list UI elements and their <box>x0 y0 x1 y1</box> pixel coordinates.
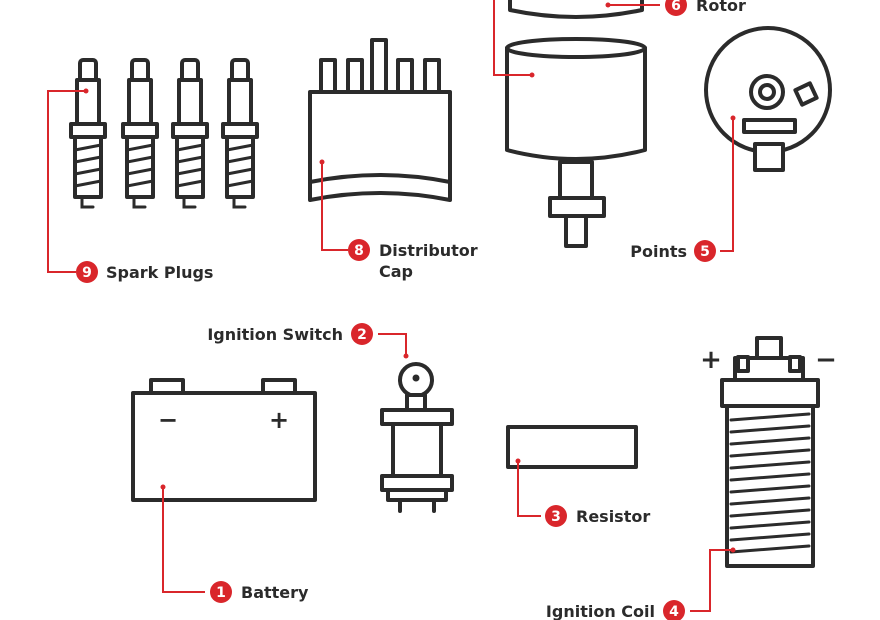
leader-distributor-cap <box>321 162 348 251</box>
leader-resistor <box>517 461 541 517</box>
callout-rotor: 6 Rotor <box>665 0 746 16</box>
callout-number: 5 <box>700 244 710 260</box>
callout-number: 1 <box>216 585 226 601</box>
spark-plugs-group <box>69 58 259 209</box>
callout-number: 2 <box>357 327 367 343</box>
coil-negative-terminal-label: − <box>815 345 837 375</box>
callout-number: 8 <box>354 243 364 259</box>
distributor-cap <box>308 38 452 202</box>
callout-ignition-switch: 2 Ignition Switch <box>207 323 373 345</box>
leader-points <box>720 118 734 252</box>
distributor-body <box>505 37 647 248</box>
spark-plug-3 <box>171 58 209 209</box>
callout-label: Spark Plugs <box>106 263 213 282</box>
callout-label-line-1: Distributor <box>379 241 478 260</box>
leader-spark-plugs <box>47 90 86 273</box>
ignition-coil: + − <box>700 336 837 568</box>
points <box>704 26 832 172</box>
callout-number: 9 <box>82 265 92 281</box>
callout-label-line-2: Cap <box>379 262 413 281</box>
callout-label: Rotor <box>696 0 746 15</box>
callout-label: Battery <box>241 583 309 602</box>
coil-positive-terminal-label: + <box>700 345 722 375</box>
rotor <box>508 0 644 19</box>
spark-plug-2 <box>121 58 159 209</box>
leader-lines <box>47 0 736 612</box>
leader-ignition-coil <box>690 549 733 612</box>
callout-ignition-coil: 4 Ignition Coil <box>546 600 685 620</box>
callout-number: 3 <box>551 509 561 525</box>
leader-battery <box>162 487 205 593</box>
battery-negative-terminal-label: − <box>158 406 178 434</box>
battery: − + <box>131 378 317 502</box>
callout-battery: 1 Battery <box>210 581 309 603</box>
ignition-switch <box>380 362 454 513</box>
callout-label: Ignition Switch <box>207 325 343 344</box>
leader-distributor-body <box>493 0 532 76</box>
leader-ignition-switch <box>378 333 407 356</box>
spark-plug-4 <box>221 58 259 209</box>
callout-number: 6 <box>671 0 681 14</box>
battery-positive-terminal-label: + <box>269 406 289 434</box>
callout-label: Points <box>630 242 687 261</box>
spark-plug-1 <box>69 58 107 209</box>
coil-windings <box>729 412 811 554</box>
callout-spark-plugs: 9 Spark Plugs <box>76 261 213 283</box>
callout-distributor-cap: 8 Distributor Cap <box>348 239 478 281</box>
callout-number: 4 <box>669 604 679 620</box>
callout-label: Ignition Coil <box>546 602 655 620</box>
callout-resistor: 3 Resistor <box>545 505 650 527</box>
resistor <box>506 425 638 469</box>
callout-points: 5 Points <box>630 240 716 262</box>
callout-label: Resistor <box>576 507 650 526</box>
